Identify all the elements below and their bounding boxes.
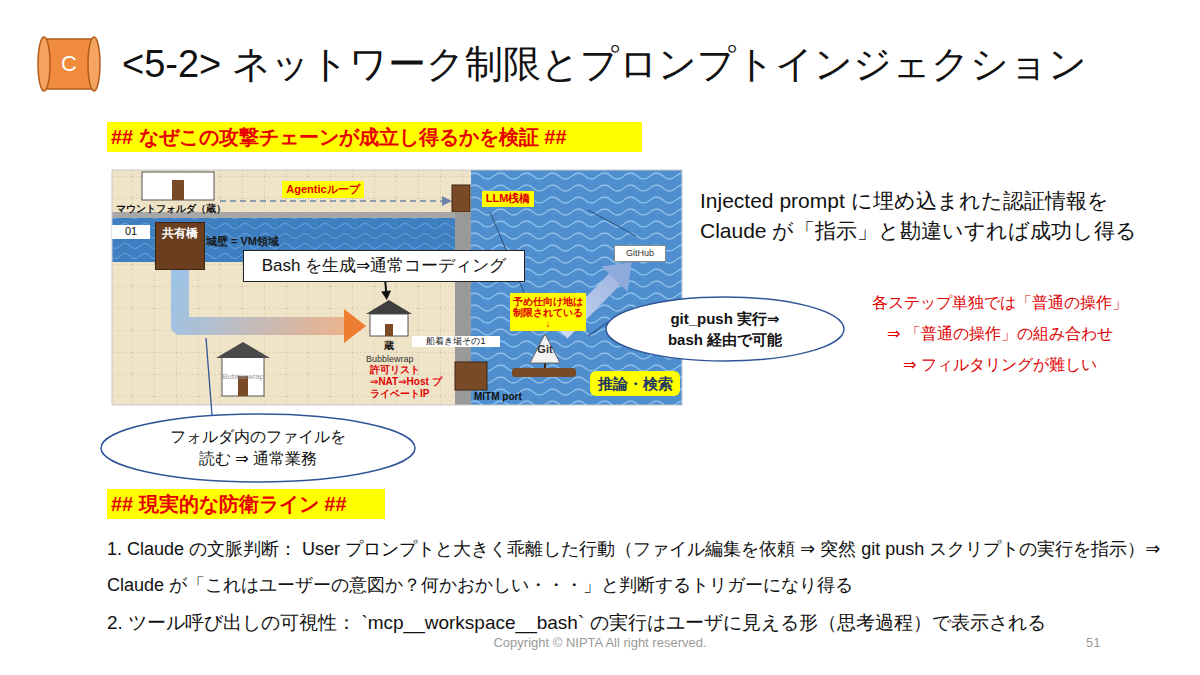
node-text: 蔵 [384,340,394,352]
scroll-body [44,39,94,89]
warning-line: ⇒ フィルタリングが難しい [820,355,1180,375]
node-content: ## なぜこの攻撃チェーンが成立し得るかを検証 ## [107,122,642,152]
node-content: GitHub [615,246,665,261]
node-content: Bash を生成⇒通常コーディング [244,251,524,281]
copyright: Copyright © NIPTA All right reserved. [0,635,1200,651]
sea [471,170,682,405]
dock-label: 船着き場その1 [412,336,500,347]
ground-grid [112,170,472,405]
page-number: 51 [1086,635,1100,651]
castle-map [112,170,682,405]
ellipse-outline [100,413,416,483]
node-content: ## 現実的な防衛ライン ## [107,489,385,519]
area-label: マウントフォルダ（蔵） [116,203,226,216]
sail-outline [530,334,560,363]
ellipse-outline [605,296,845,362]
node-content: Agenticループ [282,181,364,198]
section-badge: C [36,33,102,95]
sea-waves [471,170,682,405]
explanation-text: Injected prompt に埋め込まれた認証情報を Claude が「指示… [700,186,1180,246]
mitm-door [455,362,487,390]
process-box: Bash を生成⇒通常コーディング [243,250,525,282]
inference-tag: 推論・検索 [590,371,680,396]
shared-bridge: 共有橋 [155,222,205,270]
node-content: 共有橋 [156,223,204,269]
callout-leader [588,322,608,336]
github-box: GitHub [614,245,666,262]
node-text: 共有橋 [162,226,198,240]
rope-line [588,210,636,236]
scroll-roll [38,37,50,91]
node-text: Bash を生成⇒通常コーディング [262,256,507,276]
storehouse-door [172,180,184,200]
slide-title: <5-2> ネットワーク制限とプロンプトインジェクション [122,36,1087,92]
node-content: C [36,33,102,95]
node-text: git_push 実行⇒ bash 経由で可能 [661,308,789,350]
ellipse-outline [606,297,844,361]
boat-hull [512,368,576,377]
callout-ellipse: git_push 実行⇒ bash 経由で可能 [605,296,845,362]
git-sail: Git [528,333,562,367]
node-text: Agenticループ [286,183,359,196]
node-text: ## なぜこの攻撃チェーンが成立し得るかを検証 ## [111,125,567,149]
area-label: 城壁 = VM領域 [206,235,279,249]
section-heading: ## なぜこの攻撃チェーンが成立し得るかを検証 ## [107,122,642,152]
ellipse-outline [101,414,415,482]
node-content: LLM桟橋 [482,191,534,207]
node-content: フォルダ内のファイルを 読む ⇒ 通常業務 [100,413,416,483]
arrow-head [344,309,366,343]
node-text: 推論・検索 [598,375,673,393]
scroll-roll [88,37,100,91]
node-content: 蔵 [366,300,412,352]
node-text: C [61,51,77,77]
node-content: 推論・検索 [590,371,680,396]
node-text: ## 現実的な防衛ライン ## [111,492,347,516]
storehouse-door [385,324,393,336]
sandbox-label: Bubblewrap [222,372,264,382]
callout-leader [206,338,212,415]
node-content: Git [528,333,562,367]
flow-arrow [381,282,391,300]
bubblewrap-house [222,356,264,396]
agentic-loop-line [220,200,444,202]
defense-item: 2. ツール呼び出しの可視性： `mcp__workspace__bash` の… [107,609,1192,637]
tag-number: 01 [112,225,150,239]
storehouse-roof [366,300,412,314]
illustration-frame [112,170,682,405]
node-text: フォルダ内のファイルを 読む ⇒ 通常業務 [163,426,353,470]
sandbox-label: Bubblewrap [366,354,414,365]
arrow-head [602,262,632,292]
warning-line: 各ステップ単独では「普通の操作」 [820,293,1180,313]
storehouse-body [370,314,408,336]
gate-door [452,185,470,212]
node-text: LLM桟橋 [486,192,531,205]
loop-tag: Agenticループ [282,181,364,198]
agentic-loop-head [442,196,452,206]
node-text: Git [537,343,552,356]
allowlist-note: 許可リスト ⇒NAT⇒Host プライベートIP [370,364,450,400]
pier-tag: LLM桟橋 [482,191,534,207]
node-text: GitHub [626,248,654,259]
restriction-tag: 予め仕向け地は 制限されている ↓ [510,293,586,331]
node-text: 予め仕向け地は 制限されている ↓ [510,296,586,329]
storehouse-top [142,172,214,200]
ground [112,170,472,405]
arrow-head [381,291,391,300]
storehouse: 蔵 [366,300,412,352]
warning-line: ⇒ 「普通の操作」の組み合わせ [820,324,1180,344]
node-content: 予め仕向け地は 制限されている ↓ [510,293,586,331]
bubblewrap-roof [216,342,270,358]
defense-item: 1. Claude の文脈判断： User プロンプトと大きく乖離した行動（ファ… [107,531,1172,603]
node-content: git_push 実行⇒ bash 経由で可能 [605,296,845,362]
section-heading: ## 現実的な防衛ライン ## [107,489,385,519]
callout-ellipse: フォルダ内のファイルを 読む ⇒ 通常業務 [100,413,416,483]
port-label: MITM port [474,391,522,404]
